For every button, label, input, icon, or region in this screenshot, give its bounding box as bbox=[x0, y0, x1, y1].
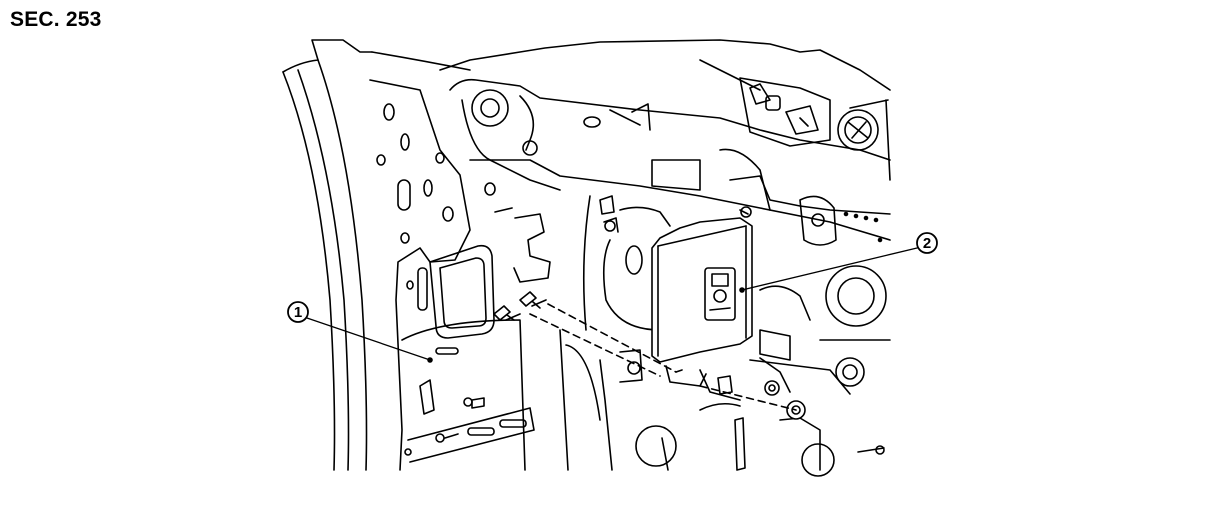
callout-1: 1 bbox=[287, 301, 433, 363]
callout-2: 2 bbox=[739, 232, 938, 293]
bolt-icon bbox=[493, 305, 521, 321]
callout-2-number: 2 bbox=[923, 235, 931, 252]
upper-frame bbox=[439, 39, 891, 241]
nut-icon bbox=[764, 380, 780, 396]
bolts bbox=[493, 291, 806, 420]
inner-body-structure bbox=[494, 175, 891, 477]
section-label: SEC. 253 bbox=[10, 8, 102, 31]
callout-1-number: 1 bbox=[294, 304, 302, 321]
pillar-panel bbox=[282, 39, 601, 471]
control-unit-module-icon bbox=[651, 217, 791, 401]
bolt-icon bbox=[519, 291, 547, 309]
